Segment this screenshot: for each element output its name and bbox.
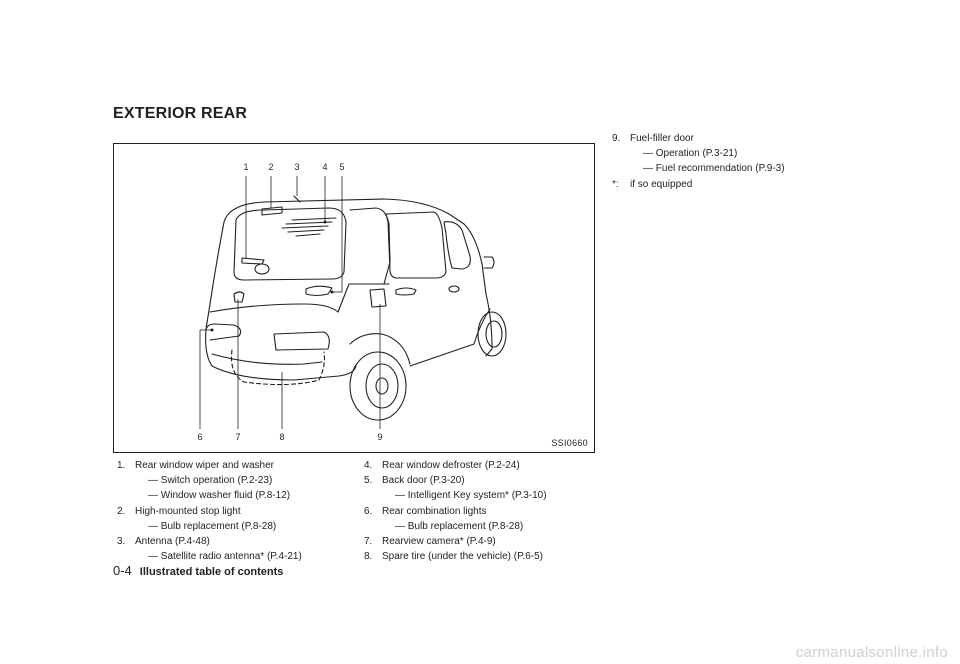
legend-item: 7. Rearview camera* (P.4-9) <box>364 534 594 549</box>
callout-5: 5 <box>339 162 345 172</box>
legend-subitem: — Window washer fluid (P.8-12) <box>148 490 291 502</box>
figure-code: SSI0660 <box>551 438 588 448</box>
legend-subitem: — Switch operation (P.2-23) <box>148 475 273 487</box>
legend-item: 5. Back door (P.3-20) <box>364 473 594 488</box>
legend-item-text: Back door (P.3-20) <box>382 475 465 487</box>
legend-item-number: 9. <box>612 133 621 144</box>
legend-item: 2. High-mounted stop light <box>117 504 347 519</box>
legend-item: 4. Rear window defroster (P.2-24) <box>364 458 594 473</box>
legend-subitem: — Bulb replacement (P.8-28) <box>395 520 524 532</box>
callout-6: 6 <box>197 432 203 442</box>
legend-item-number: 7. <box>364 536 373 548</box>
legend-item-number: 5. <box>364 475 373 487</box>
callout-8: 8 <box>279 432 285 442</box>
legend-item-text: High-mounted stop light <box>135 505 241 517</box>
legend-item-number: 2. <box>117 505 126 517</box>
legend-item-text: Fuel-filler door <box>630 133 694 144</box>
legend-item: *: if so equipped <box>612 177 852 192</box>
legend-subitem: — Bulb replacement (P.8-28) <box>148 520 277 532</box>
vehicle-rear-illustration: 1 2 3 4 5 6 7 8 9 SSI0660 <box>113 143 595 453</box>
legend-item-text: Rearview camera* (P.4-9) <box>382 536 496 548</box>
legend-item: 6. Rear combination lights <box>364 504 594 519</box>
legend-subitem: — Intelligent Key system* (P.3-10) <box>395 490 547 502</box>
callout-3: 3 <box>294 162 300 172</box>
legend-item-text: Antenna (P.4-48) <box>135 536 210 548</box>
callout-9: 9 <box>377 432 383 442</box>
legend-item-text: Rear window defroster (P.2-24) <box>382 460 520 471</box>
callout-7: 7 <box>235 432 241 442</box>
page-number: 0-4 <box>113 563 132 578</box>
legend-item: 3. Antenna (P.4-48) <box>117 534 347 549</box>
legend-item-number: 1. <box>117 460 126 471</box>
legend-column-3: 9. Fuel-filler door — Operation (P.3-21) — … <box>612 131 852 192</box>
legend-item-text: Rear combination lights <box>382 505 487 517</box>
watermark: carmanualsonline.info <box>795 644 948 661</box>
footer-title: Illustrated table of contents <box>139 566 284 578</box>
legend-item-text: if so equipped <box>630 178 693 190</box>
legend-item-number: 4. <box>364 460 373 471</box>
callout-4: 4 <box>322 162 328 172</box>
legend-subitem: — Satellite radio antenna* (P.4-21) <box>148 551 302 563</box>
legend-item: 8. Spare tire (under the vehicle) (P.6-5) <box>364 549 594 564</box>
legend-item: 9. Fuel-filler door <box>612 131 852 146</box>
legend-column-2: 4. Rear window defroster (P.2-24) 5. Back d… <box>364 458 594 564</box>
legend-subitem: — Operation (P.3-21) <box>643 148 738 160</box>
legend-item-number: 3. <box>117 536 126 548</box>
legend-item: 1. Rear window wiper and washer <box>117 458 347 473</box>
legend-item-number: *: <box>612 178 619 190</box>
legend-column-1: 1. Rear window wiper and washer — Switch o… <box>117 458 347 564</box>
legend-item-text: Spare tire (under the vehicle) (P.6-5) <box>382 551 544 563</box>
car-rear-drawing <box>199 176 507 429</box>
legend-item-text: Rear window wiper and washer <box>135 460 274 471</box>
callout-2: 2 <box>268 162 274 172</box>
legend-item-number: 6. <box>364 505 373 517</box>
legend-subitem: — Fuel recommendation (P.9-3) <box>643 163 785 175</box>
page-footer: 0-4 Illustrated table of contents <box>113 563 283 578</box>
legend-item-number: 8. <box>364 551 373 563</box>
section-title: EXTERIOR REAR <box>113 105 248 122</box>
callout-1: 1 <box>243 162 249 172</box>
